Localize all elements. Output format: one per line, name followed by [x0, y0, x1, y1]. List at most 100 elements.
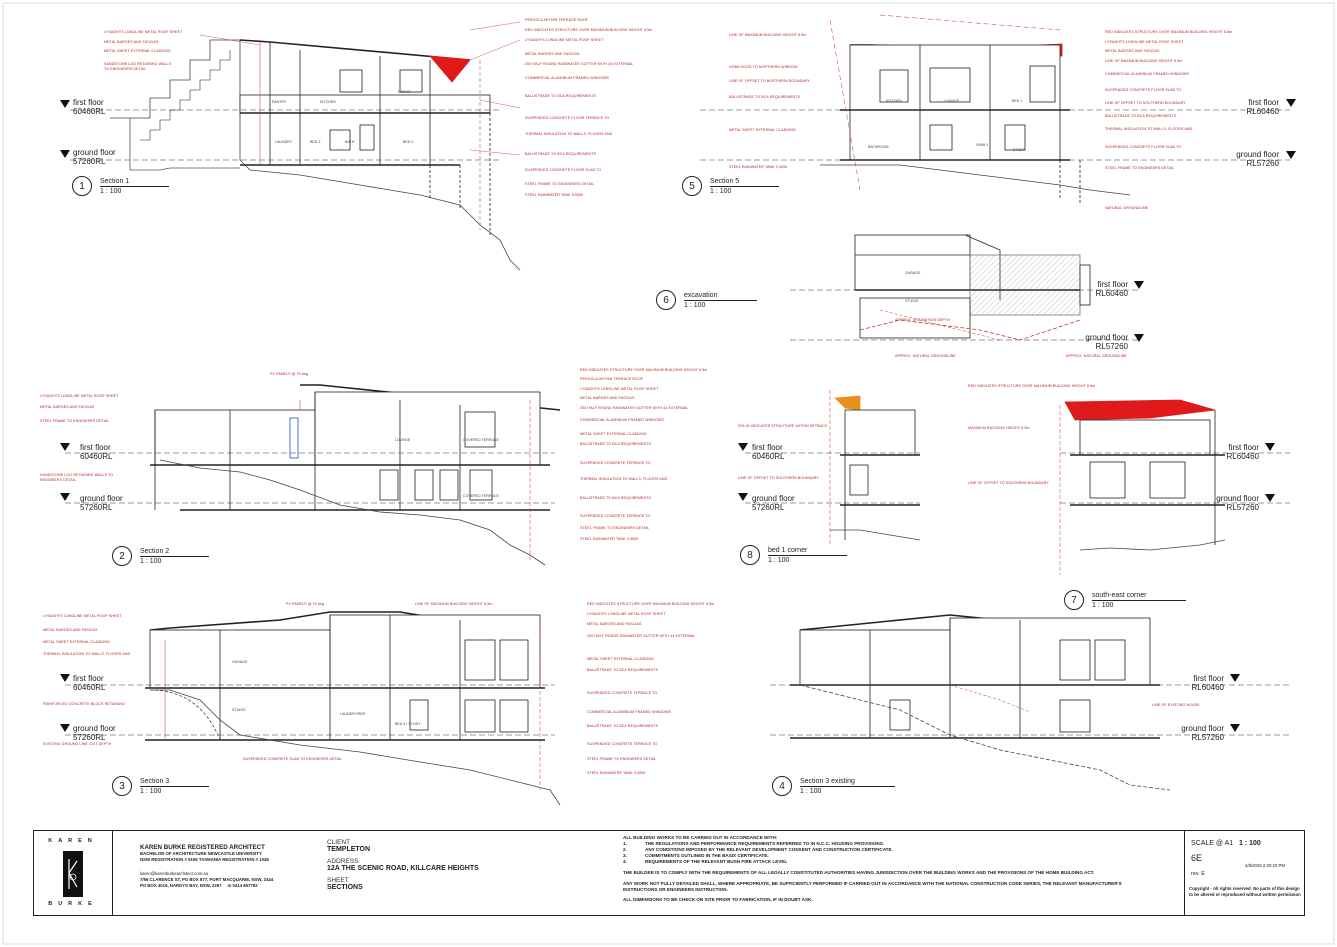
room-tag: STUDIO: [905, 299, 919, 303]
section-scale: 1 : 100: [140, 787, 162, 795]
level-marker-icon: [1286, 151, 1296, 159]
room-tag: STUDY: [1013, 148, 1026, 152]
room-tag: GARAGE: [905, 271, 921, 275]
annotation-note: STEEL FRAME TO ENGINEERS DETAIL: [580, 526, 650, 530]
requirements-heading: ALL BUILDING WORKS TO BE CARRIED OUT IN …: [623, 835, 778, 840]
section-number: 7: [1064, 590, 1084, 610]
level-marker-icon: [738, 493, 748, 501]
room-tag: COVERED TERRACE: [463, 438, 499, 442]
annotation-note: METAL BARGES AND FASCIAS: [40, 405, 95, 409]
annotation-note: STEEL RAINWATER TANK 3,000lt: [587, 771, 646, 775]
section-3-drawing: [145, 611, 561, 806]
annotation-note: LINE OF OFFSET TO NORTHERN BOUNDARY: [729, 79, 811, 83]
section-7-drawing: [1059, 399, 1226, 575]
address-label: ADDRESS: [327, 858, 359, 865]
detail-note: INSTRUCTIONS OR ENGINEERS INSTRUCTION.: [623, 887, 728, 892]
annotation-note: BALUSTRADE TO BCA REQUIREMENTS: [587, 668, 658, 672]
annotation-note: LINE OF MAXIMUM BUILDING HEIGHT 8.5m: [1105, 59, 1183, 63]
annotation-note: RED INDICATES STRUCTURE OVER MAXIMUM BUI…: [968, 384, 1096, 388]
section-number: 4: [772, 776, 792, 796]
section-scale: 1 : 100: [100, 187, 122, 195]
annotation-note: LINE OF OFFSET TO SOUTHERN BOUNDARY: [968, 481, 1049, 485]
section-title: south-east corner: [1092, 591, 1187, 601]
annotation-note: 200 HALF ROUND RAINWATER GUTTER WITH 44 …: [587, 634, 696, 638]
annotation-note: STEEL FRAME TO ENGINEERS DETAIL: [525, 182, 595, 186]
annotation-note: METAL SHEET EXTERNAL CLADDING: [104, 49, 171, 53]
annotation-note: SUSPENDED CONCRETE FLOOR SLAB TO: [1105, 145, 1182, 149]
annotation-note: PV PANELS @ 70 deg: [270, 372, 309, 376]
annotation-note: LYSAGHTS LONGLINE METAL ROOF SHEET: [104, 30, 183, 34]
section-6-drawing: [854, 234, 1091, 341]
room-tag: LAUNDRY/BED: [340, 712, 366, 716]
level-marker-icon: [60, 100, 70, 108]
section-number: 5: [682, 176, 702, 196]
requirement-item: 2.ANY CONDITIONS IMPOSED BY THE RELEVANT…: [623, 847, 893, 852]
room-tag: BATH: [345, 140, 355, 144]
level-marker-icon: [60, 443, 70, 451]
annotation-note: BALUSTRADE TO BCA REQUIREMENTS: [729, 95, 800, 99]
level-marker-icon: [1265, 494, 1275, 502]
logo-top-text: KAREN: [48, 838, 98, 844]
annotation-note: THERMAL INSULATION TO WALLS, FLOORS AND: [43, 652, 131, 656]
logo-panel: KAREN BURKE: [34, 831, 113, 915]
annotation-note: SUSPENDED CONCRETE TERRACE TO: [580, 461, 651, 465]
requirement-item: 4.REQUIREMENTS OF THE RELEVANT BUSH FIRE…: [623, 859, 788, 864]
annotation-note: METAL BARGES AND FASCIAS: [1105, 49, 1160, 53]
annotation-note: APPROX. NATURAL GROUNDLINE: [1066, 354, 1127, 358]
level-marker-icon: [1230, 674, 1240, 682]
annotation-note: BALUSTRADE TO BCA REQUIREMENTS: [525, 152, 596, 156]
section-scale: 1 : 100: [684, 301, 706, 309]
annotation-note: LINE OF EXISTING HOUSE: [1152, 703, 1200, 707]
annotation-note: SUSPENDED CONCRETE FLOOR SLAB TO: [525, 168, 602, 172]
level-marker-icon: [1286, 99, 1296, 107]
annotation-note: PV PANELS @ 70 deg: [286, 602, 325, 606]
section-scale: 1 : 100: [768, 556, 790, 564]
annotation-note: STEEL RAINWATER TANK 3,000lt: [729, 165, 788, 169]
level-marker-icon: [60, 724, 70, 732]
section-2-drawing: [150, 384, 561, 566]
annotation-note: BALUSTRADE TO BCA REQUIREMENTS: [1105, 114, 1176, 118]
annotation-note: SUSPENDED CONCRETE FLOOR TERRACE TO: [525, 116, 610, 120]
annotation-note: COMMERCIAL ALUMINIUM FRAMED WINDOWS: [1105, 72, 1190, 76]
room-tag: GARAGE: [232, 660, 248, 664]
section-title: Section 5: [710, 177, 780, 187]
room-tag: DINING: [398, 90, 411, 94]
annotation-note: LYSAGHTS LONGLINE METAL ROOF SHEET: [587, 612, 666, 616]
logo-mark: [63, 851, 83, 897]
title-block: KAREN BURKE KAREN BURKE REGISTERED ARCHI…: [33, 830, 1305, 916]
section-number: 2: [112, 546, 132, 566]
general-notes: ALL BUILDING WORKS TO BE CARRIED OUT IN …: [623, 835, 1183, 903]
annotation-note: TO ENGINEERS DETAIL: [104, 67, 147, 71]
room-tag: BED 4 / STUDY: [395, 722, 421, 726]
annotation-note: PERGOLA WITHIN TERRACE ROOF: [580, 377, 644, 381]
annotation-note: THERMAL INSULATION TO WALLS, FLOORS AND: [1105, 127, 1193, 131]
annotation-note: RED INDICATES STRUCTURE OVER MAXIMUM BUI…: [580, 368, 708, 372]
annotation-note: STEEL FRAME TO ENGINEERS DETAIL: [1105, 166, 1175, 170]
annotation-note: METAL SHEET EXTERNAL CLADDING: [587, 657, 654, 661]
section-title: bed 1 corner: [768, 546, 848, 556]
architect-address-2: PO BOX 4016, HARDYS BAY, NSW, 2257 m 041…: [140, 883, 258, 888]
annotation-note: REINFORCED CONCRETE BLOCK RETAINING: [43, 702, 125, 706]
annotation-note: LYSAGHTS LONGLINE METAL ROOF SHEET: [580, 387, 659, 391]
annotation-note: METAL BARGES AND FASCIAS: [587, 622, 642, 626]
annotation-note: COMMERCIAL ALUMINIUM FRAMED WINDOWS: [525, 76, 610, 80]
section-number: 8: [740, 545, 760, 565]
level-marker-icon: [60, 493, 70, 501]
section-1-drawing: [110, 39, 521, 271]
compliance-note: THE BUILDER IS TO COMPLY WITH THE REQUIR…: [623, 870, 1095, 875]
architect-details: KAREN BURKE REGISTERED ARCHITECT BACHELO…: [140, 844, 320, 889]
